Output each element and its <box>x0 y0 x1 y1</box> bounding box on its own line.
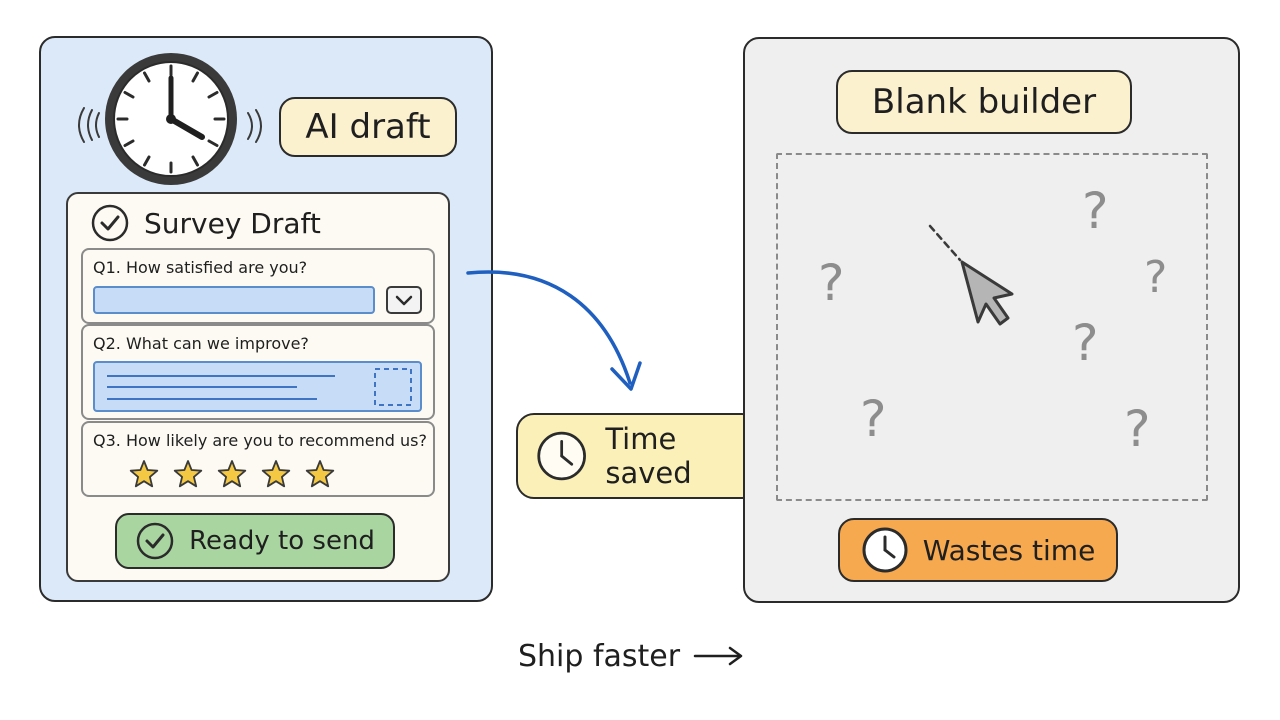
question-2-textarea[interactable] <box>93 361 422 412</box>
star-icon[interactable] <box>261 460 291 488</box>
vibration-lines-icon <box>247 109 262 143</box>
check-circle-icon <box>91 204 129 242</box>
question-mark: ? <box>1124 400 1151 458</box>
question-mark: ? <box>818 254 845 312</box>
question-mark: ? <box>1144 252 1168 303</box>
star-icon[interactable] <box>173 460 203 488</box>
time-saved-label: Time saved <box>605 422 692 490</box>
text-lines-placeholder <box>107 368 412 406</box>
arrow-right-icon <box>693 646 743 666</box>
check-circle-icon <box>136 522 174 560</box>
time-saved-badge: Time saved <box>516 413 760 499</box>
mouse-cursor-icon <box>928 224 1014 326</box>
question-1-dropdown[interactable] <box>386 286 422 314</box>
wastes-time-label: Wastes time <box>922 533 1096 567</box>
star-icon[interactable] <box>129 460 159 488</box>
question-1-answer-field[interactable] <box>93 286 375 314</box>
star-icon[interactable] <box>305 460 335 488</box>
ship-faster-caption: Ship faster <box>518 634 746 678</box>
question-1-label: Q1. How satisfied are you? <box>93 258 308 277</box>
vibration-lines-icon <box>78 107 100 143</box>
ship-faster-label: Ship faster <box>518 638 681 674</box>
curved-arrow-icon <box>466 270 642 391</box>
question-mark: ? <box>1072 314 1099 372</box>
clock-icon <box>537 431 586 481</box>
question-2-label: Q2. What can we improve? <box>93 334 309 353</box>
ready-to-send-label: Ready to send <box>189 526 375 556</box>
ai-draft-badge: AI draft <box>279 97 457 157</box>
survey-title: Survey Draft <box>144 206 321 240</box>
clock-icon <box>105 53 237 185</box>
star-rating[interactable] <box>124 457 344 491</box>
empty-canvas[interactable] <box>776 153 1208 501</box>
survey-title-row: Survey Draft <box>90 200 321 246</box>
question-mark: ? <box>860 390 887 448</box>
question-3-label: Q3. How likely are you to recommend us? <box>93 431 427 450</box>
chevron-down-icon <box>395 295 413 306</box>
question-mark: ? <box>1082 182 1109 240</box>
star-icon[interactable] <box>217 460 247 488</box>
ready-to-send-button[interactable]: Ready to send <box>115 513 395 569</box>
blank-builder-badge: Blank builder <box>836 70 1132 134</box>
wastes-time-badge: Wastes time <box>838 518 1118 582</box>
clock-icon <box>862 527 908 573</box>
